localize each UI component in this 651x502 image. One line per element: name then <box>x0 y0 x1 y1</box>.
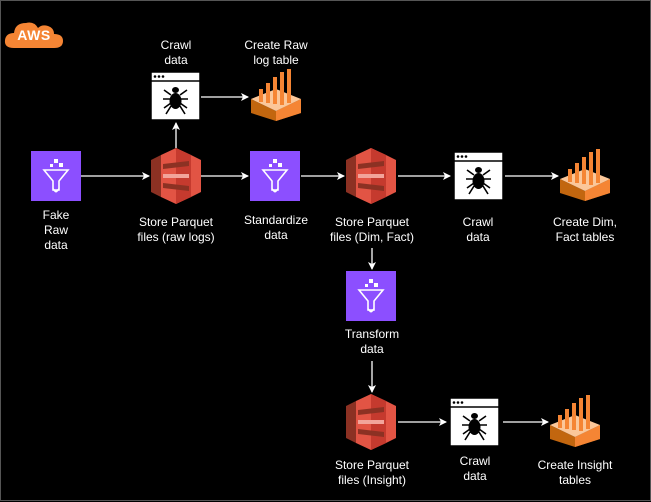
crawler-spider-icon[interactable] <box>449 397 500 447</box>
label-create-dim-fact-tables: Create Dim, Fact tables <box>552 215 617 244</box>
label-fake-raw-data: Fake Raw data <box>42 208 70 252</box>
aws-logo-text: AWS <box>17 27 51 43</box>
label-store-dim-fact: Store Parquet files (Dim, Fact) <box>330 215 414 244</box>
label-crawl-raw: Crawl data <box>160 38 192 67</box>
glue-funnel-icon[interactable] <box>31 151 81 201</box>
label-crawl-insight: Crawl data <box>459 454 491 483</box>
label-create-raw-log-table: Create Raw log table <box>244 38 308 67</box>
glue-funnel-icon[interactable] <box>250 151 300 201</box>
athena-table-icon[interactable] <box>550 395 600 447</box>
aws-logo-icon <box>4 22 63 48</box>
label-store-raw-logs: Store Parquet files (raw logs) <box>137 215 215 244</box>
crawler-spider-icon[interactable] <box>150 71 201 121</box>
s3-bucket-icon[interactable] <box>151 148 201 204</box>
label-create-insight-tables: Create Insight tables <box>537 458 613 487</box>
label-store-insight: Store Parquet files (Insight) <box>334 458 410 487</box>
athena-table-icon[interactable] <box>560 149 610 201</box>
athena-table-icon[interactable] <box>251 69 301 121</box>
crawler-spider-icon[interactable] <box>453 151 504 201</box>
s3-bucket-icon[interactable] <box>346 394 396 450</box>
label-standardize-data: Standardize data <box>243 213 309 242</box>
s3-bucket-icon[interactable] <box>346 148 396 204</box>
glue-funnel-icon[interactable] <box>346 271 396 321</box>
label-crawl-dim: Crawl data <box>462 215 494 244</box>
label-transform-data: Transform data <box>344 327 400 356</box>
